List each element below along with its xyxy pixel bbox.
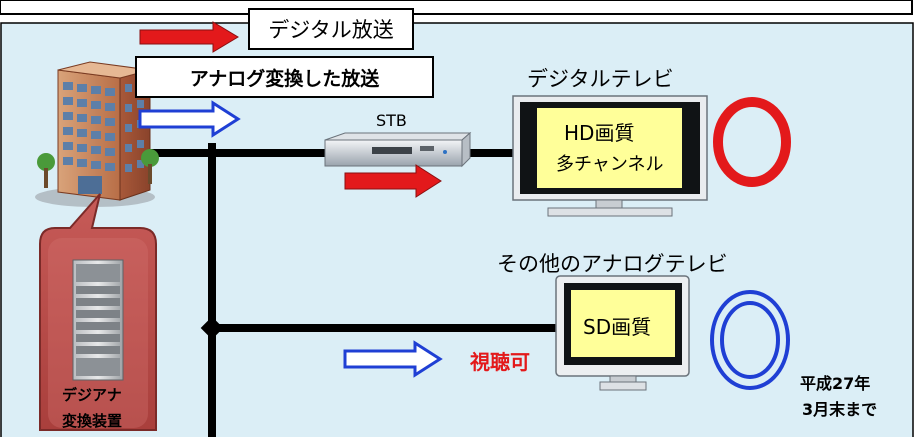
stb-label: STB	[376, 111, 407, 130]
circle-analog-ok	[710, 290, 790, 390]
set-top-box-icon	[324, 131, 472, 168]
equipment-rack-icon	[72, 259, 124, 381]
viewable-arrow	[343, 340, 443, 378]
sd-quality-label: SD画質	[583, 315, 652, 339]
converter-label-line1: デジアナ	[62, 386, 122, 404]
digital-broadcast-box: デジタル放送	[248, 8, 414, 50]
crt-tv-icon	[555, 275, 690, 391]
digital-broadcast-arrow	[139, 21, 239, 53]
deadline-label-line2: 3月末まで	[802, 400, 878, 419]
other-analog-tv-title: その他のアナログテレビ	[497, 252, 728, 276]
analog-converted-box: アナログ変換した放送	[135, 56, 434, 98]
digital-tv-title: デジタルテレビ	[527, 67, 674, 91]
office-building-icon	[35, 61, 159, 207]
analog-converted-label: アナログ変換した放送	[189, 67, 380, 90]
stb-output-arrow	[344, 164, 442, 198]
converter-label-line2: 変換装置	[62, 412, 123, 430]
analog-broadcast-arrow	[138, 100, 241, 138]
hd-quality-label: HD画質	[564, 121, 635, 145]
deadline-label-line1: 平成27年	[800, 374, 871, 393]
multi-channel-label: 多チャンネル	[556, 154, 664, 175]
digital-broadcast-label: デジタル放送	[268, 18, 394, 42]
flat-tv-icon	[512, 95, 708, 217]
viewable-label: 視聴可	[470, 350, 530, 374]
circle-digital-ok	[713, 97, 791, 187]
top-frame	[0, 0, 913, 15]
